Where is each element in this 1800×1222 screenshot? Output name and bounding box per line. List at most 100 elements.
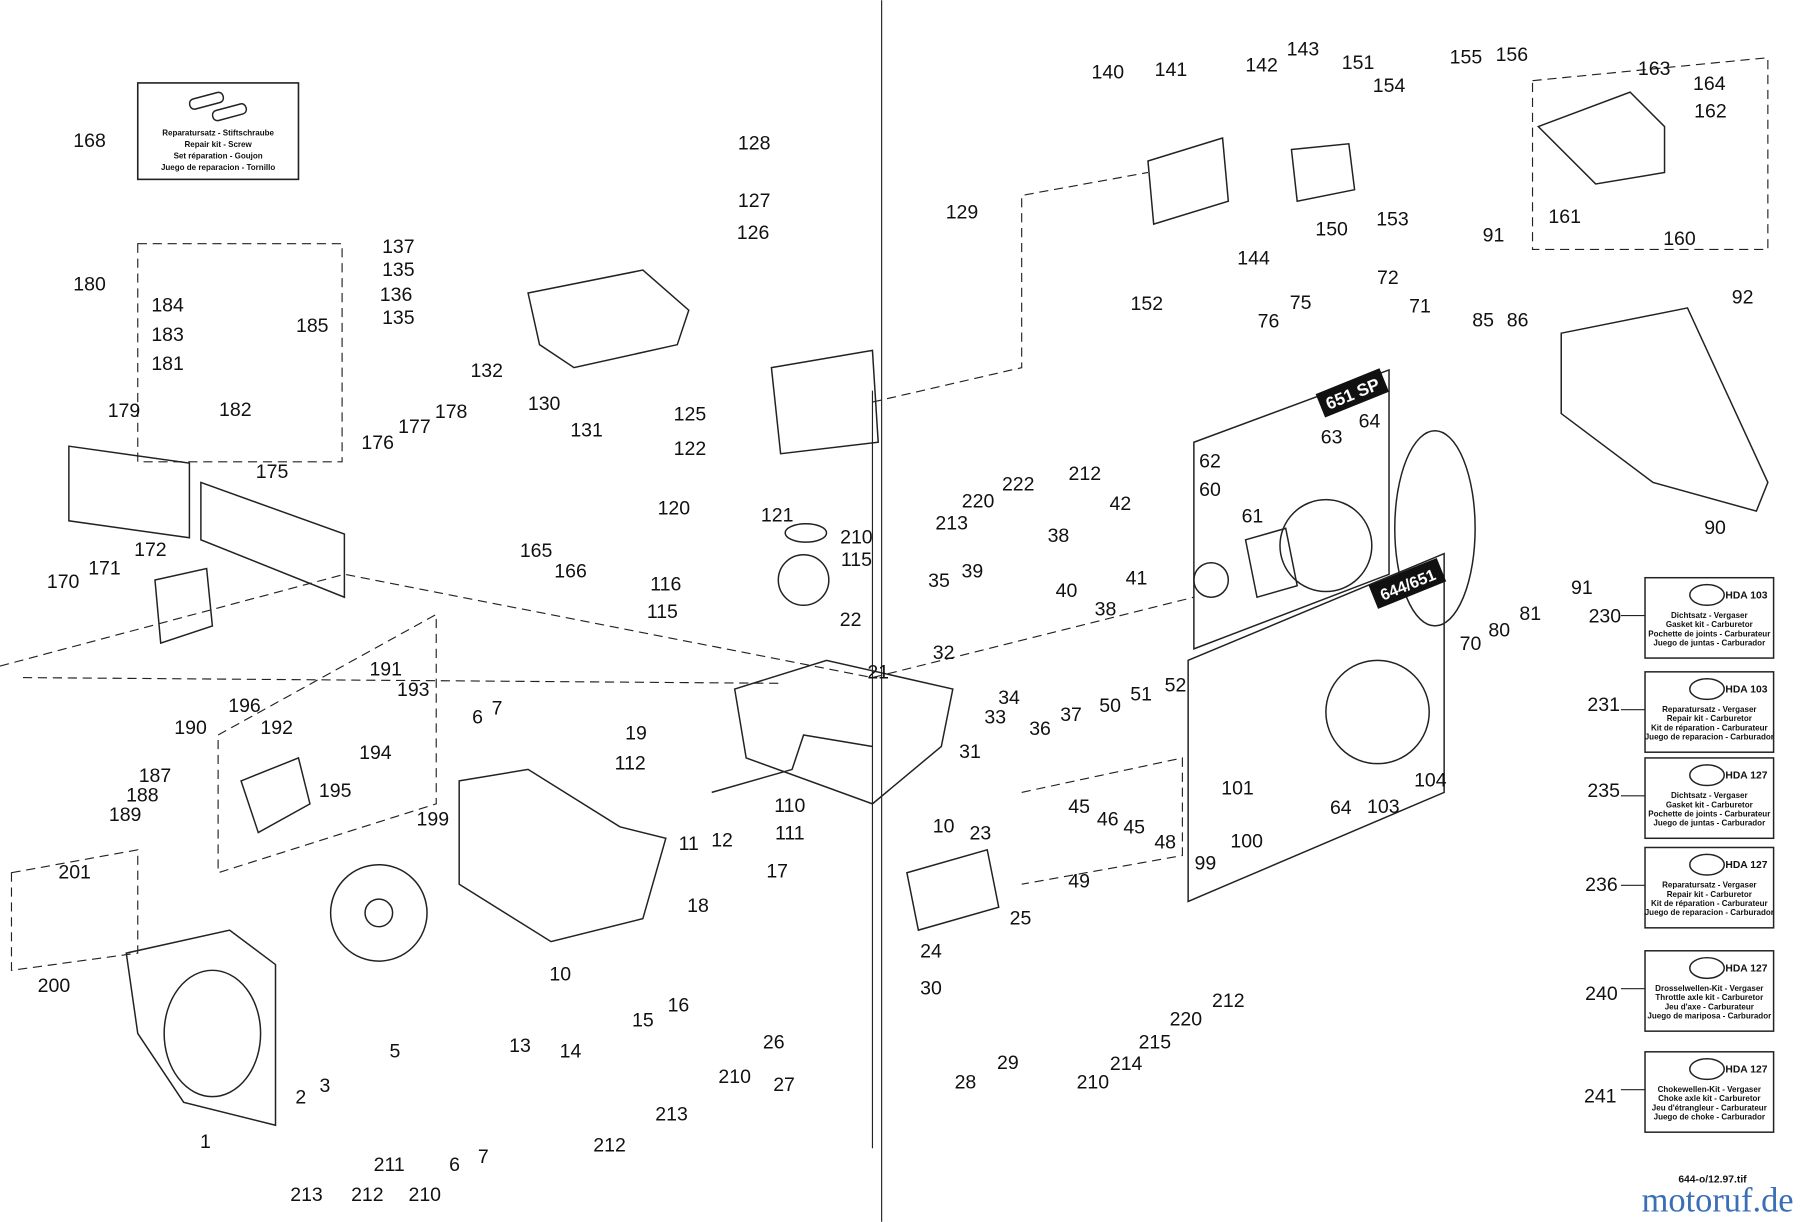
part-number-label: 220 <box>962 491 995 513</box>
part-number-label: 195 <box>319 780 352 802</box>
kit-line: Jeu d'étrangleur - Carburateur <box>1652 1103 1767 1112</box>
part-number-label: 45 <box>1068 796 1090 818</box>
part-number-label: 1 <box>200 1131 211 1153</box>
model-tag-644-651: 644/651 <box>1368 557 1447 609</box>
part-number-label: 191 <box>369 658 402 680</box>
part-number-label: 24 <box>920 941 942 963</box>
leader-line <box>22 677 781 684</box>
cover-164 <box>1536 91 1666 185</box>
part-number-label: 26 <box>763 1031 785 1053</box>
kit-box <box>1644 1051 1775 1133</box>
part-number-label: 185 <box>296 315 329 337</box>
carburetor-icon <box>1689 853 1725 876</box>
kit-code: HDA 127 <box>1725 1064 1767 1075</box>
part-number-label: 10 <box>549 964 571 986</box>
part-number-label: 42 <box>1110 493 1132 515</box>
kit-line: Reparatursatz - Vergaser <box>1662 705 1756 714</box>
site-logo-text: motoruf.de <box>1642 1181 1794 1219</box>
part-number-label: 86 <box>1507 309 1529 331</box>
part-number-label: 121 <box>761 504 794 526</box>
group-180-frame <box>137 243 343 463</box>
part-number-label: 62 <box>1199 451 1221 473</box>
part-number-label: 182 <box>219 399 252 421</box>
part-number-label: 39 <box>961 561 983 583</box>
part-number-label: 128 <box>738 133 771 155</box>
part-number-label: 52 <box>1165 674 1187 696</box>
part-number-label: 126 <box>737 222 770 244</box>
part-number-label: 213 <box>290 1184 323 1206</box>
muffler-part <box>527 269 690 369</box>
part-number-label: 22 <box>840 609 862 631</box>
part-number-label: 6 <box>449 1154 460 1176</box>
part-number-label: 201 <box>58 861 91 883</box>
part-number-label: 16 <box>668 995 690 1017</box>
part-number-label: 161 <box>1548 206 1581 228</box>
part-number-label: 236 <box>1585 874 1618 896</box>
carburetor-150 <box>1290 142 1356 203</box>
part-number-label: 91 <box>1571 577 1593 599</box>
part-number-label: 36 <box>1029 718 1051 740</box>
part-number-label: 160 <box>1663 228 1696 250</box>
piston-ring-part <box>784 523 828 543</box>
part-number-label: 125 <box>674 403 707 425</box>
kit-box <box>1644 576 1775 659</box>
piston-part <box>777 554 830 607</box>
part-number-label: 33 <box>984 707 1006 729</box>
crankshaft-part <box>711 734 873 794</box>
part-number-label: 13 <box>509 1035 531 1057</box>
part-number-label: 40 <box>1056 580 1078 602</box>
kit-box <box>1644 757 1775 840</box>
part-number-label: 6 <box>472 707 483 729</box>
leader-line <box>872 171 1149 403</box>
part-number-label: 72 <box>1377 267 1399 289</box>
part-number-label: 129 <box>946 201 979 223</box>
part-number-label: 178 <box>435 401 468 423</box>
part-number-label: 115 <box>841 549 872 571</box>
part-number-label: 187 <box>139 765 172 787</box>
part-number-label: 235 <box>1587 780 1620 802</box>
part-number-label: 172 <box>134 539 167 561</box>
part-number-label: 7 <box>492 697 503 719</box>
part-number-label: 14 <box>560 1041 582 1063</box>
part-number-label: 132 <box>470 360 503 382</box>
part-number-label: 137 <box>382 236 415 258</box>
part-number-label: 122 <box>674 438 707 460</box>
part-number-label: 240 <box>1585 983 1618 1005</box>
part-number-label: 120 <box>658 498 691 520</box>
part-number-label: 151 <box>1342 52 1375 74</box>
kit-168-icon <box>188 91 248 122</box>
part-number-label: 193 <box>397 679 430 701</box>
part-number-label: 179 <box>108 400 141 422</box>
part-number-label: 80 <box>1488 619 1510 641</box>
part-number-label: 222 <box>1002 473 1035 495</box>
part-number-label: 177 <box>398 416 431 438</box>
part-number-label: 165 <box>520 540 553 562</box>
part-number-label: 141 <box>1155 59 1188 81</box>
disc-60 <box>1193 562 1230 598</box>
part-number-label: 171 <box>88 557 121 579</box>
part-number-label: 27 <box>773 1074 795 1096</box>
part-number-label: 71 <box>1409 296 1431 318</box>
group-49-frame <box>1021 757 1183 885</box>
part-number-label: 215 <box>1139 1031 1172 1053</box>
kit-line: Dichtsatz - Vergaser <box>1671 791 1748 800</box>
part-number-label: 51 <box>1130 684 1152 706</box>
part-number-label: 19 <box>625 723 647 745</box>
kit-168-box <box>136 82 300 181</box>
side-cover-90 <box>1560 307 1769 513</box>
part-number-label: 41 <box>1126 568 1148 590</box>
starter-rope-70 <box>1394 430 1476 627</box>
part-number-label: 170 <box>47 571 80 593</box>
part-number-label: 104 <box>1414 770 1447 792</box>
part-number-label: 37 <box>1060 704 1082 726</box>
part-number-label: 11 <box>679 833 699 855</box>
part-number-label: 46 <box>1097 809 1119 831</box>
part-number-label: 111 <box>775 822 805 844</box>
part-number-label: 130 <box>528 393 561 415</box>
part-number-label: 17 <box>766 860 788 882</box>
part-number-label: 155 <box>1450 46 1483 68</box>
cylinder-part <box>770 349 879 455</box>
part-number-label: 64 <box>1359 410 1381 432</box>
clutch-drum-103 <box>1325 659 1430 765</box>
